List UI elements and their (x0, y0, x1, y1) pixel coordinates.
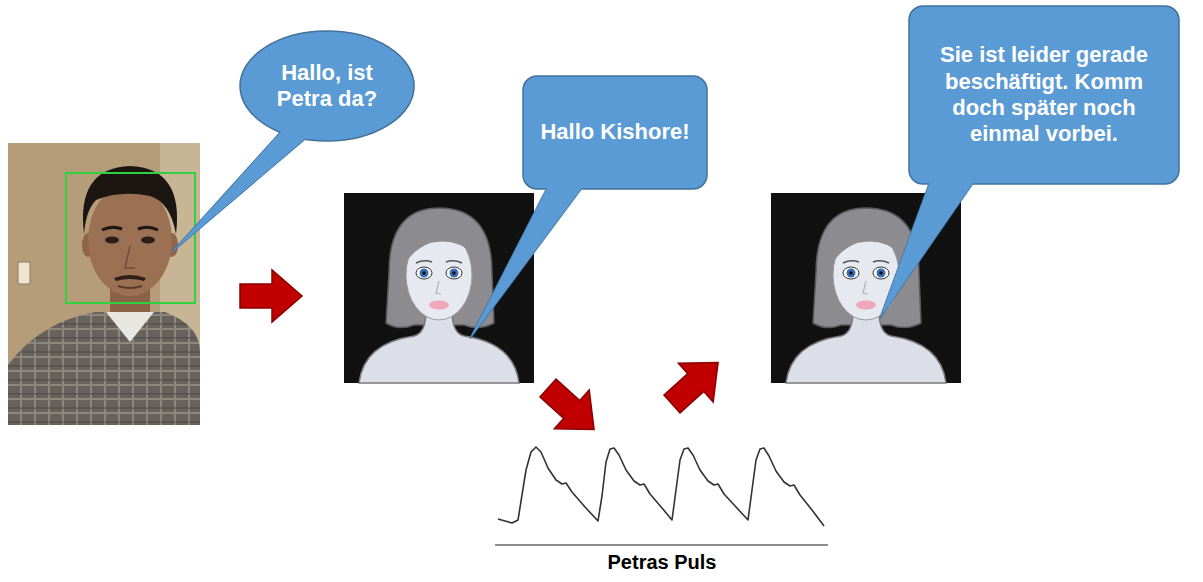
photo-brows (102, 227, 158, 230)
bubble-text: Sie ist leider gerade beschäftigt. Komm … (922, 42, 1166, 148)
photo-eye (141, 237, 155, 244)
light-switch (18, 262, 30, 284)
bubble-tail (172, 120, 320, 252)
person-photo (8, 143, 200, 425)
bubble-tail-join (470, 178, 589, 338)
photo-mouth (118, 286, 142, 288)
photo-nose (125, 246, 135, 268)
speech-text: Sie ist leider gerade beschäftigt. Komm … (922, 42, 1166, 148)
speech-bubble: Hallo Kishore! (522, 75, 708, 190)
pulse-waveform (498, 447, 824, 526)
bubble-tail (880, 167, 984, 318)
speech-bubble: Sie ist leider gerade beschäftigt. Komm … (908, 5, 1180, 185)
bubble-body (909, 6, 1179, 184)
photo-shirt (8, 312, 200, 425)
bubble-text: Hallo Kishore! (534, 119, 696, 145)
bubble-body (240, 31, 414, 141)
flow-arrow (655, 343, 736, 423)
speech-bubble: Hallo, ist Petra da? (239, 30, 415, 142)
photo-undershirt (106, 312, 154, 342)
photo-wall (8, 143, 200, 425)
photo-mustache (114, 275, 146, 281)
photo-hair (83, 166, 177, 234)
photo-eye (105, 237, 119, 244)
flow-arrow (531, 369, 612, 449)
bubble-tail-join (172, 120, 320, 252)
pulse-baseline (495, 544, 828, 546)
speech-text: Hallo Kishore! (534, 119, 696, 145)
bubble-tail-join (880, 167, 984, 318)
face-detection-box (66, 173, 195, 303)
bubble-text: Hallo, ist Petra da? (265, 60, 389, 113)
chart-caption: Petras Puls (562, 551, 762, 573)
pulse-chart (495, 447, 828, 545)
bubble-tail (470, 178, 589, 338)
flow-arrow (240, 270, 302, 322)
bubble-body (523, 76, 707, 189)
speech-text: Hallo, ist Petra da? (265, 60, 389, 113)
